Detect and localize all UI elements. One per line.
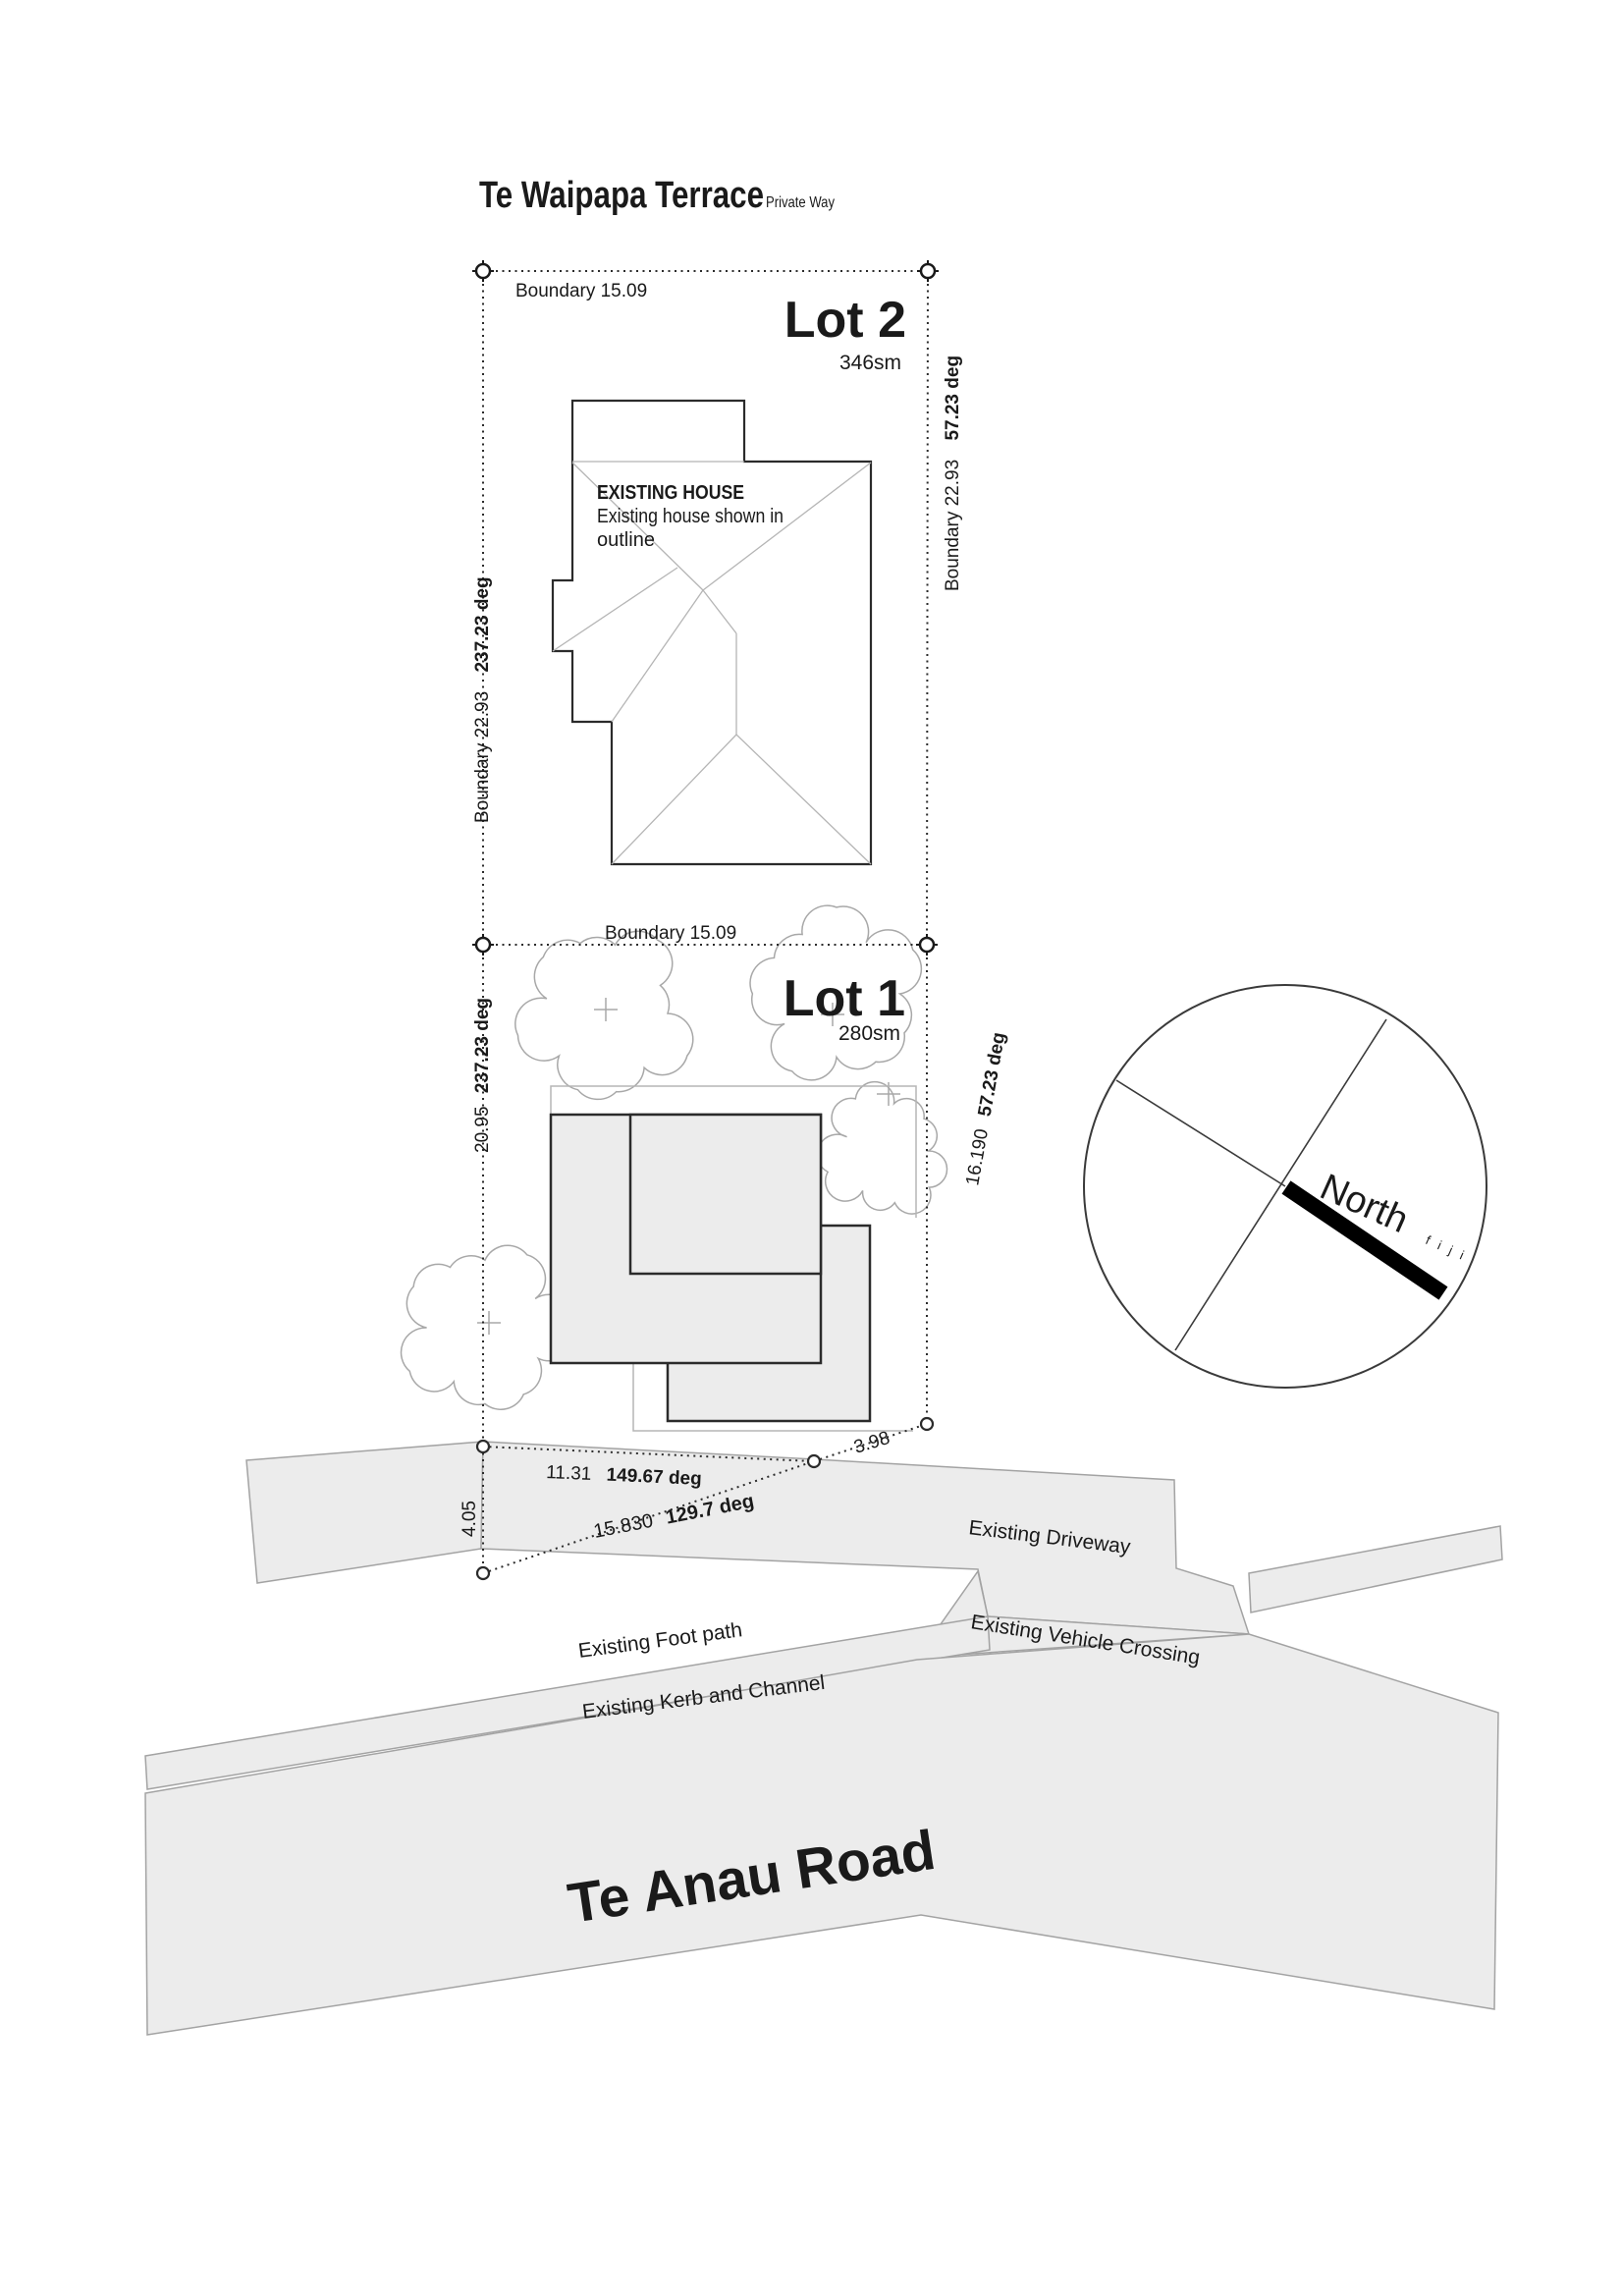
lot1-buildings (549, 1113, 872, 1423)
tree-center-cross-icon (821, 1003, 844, 1026)
tree-canopies (400, 904, 948, 1410)
tree-canopy-icon (749, 904, 923, 1081)
roof-lines (552, 461, 872, 865)
boundaries (472, 260, 939, 1581)
lot1-left-length: 20.95 (472, 1106, 493, 1153)
peg-marker (472, 934, 494, 956)
existing-house-note2: outline (597, 529, 655, 551)
existing-driveway-surface (480, 1441, 1251, 1635)
lot1-front-boundary-line (482, 1446, 815, 1462)
outline-top (550, 1085, 917, 1218)
lot2-title: Lot 2 (784, 292, 906, 349)
lot2-left-boundary-length: Boundary 22.93 (472, 691, 493, 823)
existing-house-heading: EXISTING HOUSE (597, 482, 744, 504)
lot2-top-boundary-label: Boundary 15.09 (515, 281, 647, 301)
lot1-dwelling-outline (550, 1085, 917, 1432)
lot1-front-bearing: 149.67 deg (606, 1465, 702, 1490)
lot1-diagonal-line (482, 1460, 815, 1574)
tree-canopy-icon (400, 1244, 575, 1410)
lot1-left-boundary-label: 20.95 237.23 deg (472, 998, 493, 1153)
lot1-left-bearing: 237.23 deg (472, 998, 493, 1093)
survey-point (475, 1439, 491, 1454)
street-title: Te Waipapa Terrace (479, 175, 764, 216)
lot1-title: Lot 1 (784, 970, 905, 1027)
compass-chord (1174, 1018, 1387, 1351)
road-surface (144, 1633, 1499, 2036)
tree-center-cross-icon (477, 1311, 501, 1335)
lot2-right-boundary-bearing: 57.23 deg (943, 355, 963, 441)
surfaces (144, 1441, 1503, 2036)
street-subtitle: Private Way (766, 194, 835, 211)
tree-center-cross-icon (594, 998, 618, 1021)
footpath-band (144, 1615, 991, 1790)
survey-point (475, 1565, 491, 1581)
lot2-left-boundary-bearing: 237.23 deg (472, 576, 493, 672)
peg-marker (472, 260, 494, 282)
lot2-area: 346sm (839, 352, 901, 374)
lot1-area: 280sm (838, 1022, 900, 1045)
lot2-left-boundary-label: Boundary 22.93 237.23 deg (472, 576, 493, 823)
existing-house-note1: Existing house shown in (597, 506, 784, 527)
compass-chord (1115, 1079, 1286, 1187)
lot2-right-boundary-label: Boundary 22.93 57.23 deg (943, 355, 963, 591)
outline-bottom (632, 1364, 913, 1432)
survey-point (806, 1453, 822, 1469)
lot2-right-boundary-length: Boundary 22.93 (943, 460, 963, 591)
existing-house (551, 399, 873, 866)
tree-canopy-icon (514, 930, 694, 1101)
footpath-band-right (1248, 1525, 1503, 1613)
lot1-splay-line (813, 1423, 928, 1462)
north-pointer-bar (1281, 1180, 1448, 1300)
peg-marker (916, 934, 938, 956)
compass-circle (1083, 984, 1487, 1389)
lot1-side-label: 4.05 (460, 1501, 480, 1537)
lot1-top-boundary-label: Boundary 15.09 (605, 923, 736, 944)
survey-point (919, 1416, 935, 1432)
north-compass (1083, 984, 1487, 1389)
lot1-front-length: 11.31 (546, 1462, 592, 1485)
lot1-front-label: 11.31 149.67 deg (546, 1462, 702, 1490)
building-main-wing (628, 1113, 823, 1276)
peg-marker (917, 260, 939, 282)
